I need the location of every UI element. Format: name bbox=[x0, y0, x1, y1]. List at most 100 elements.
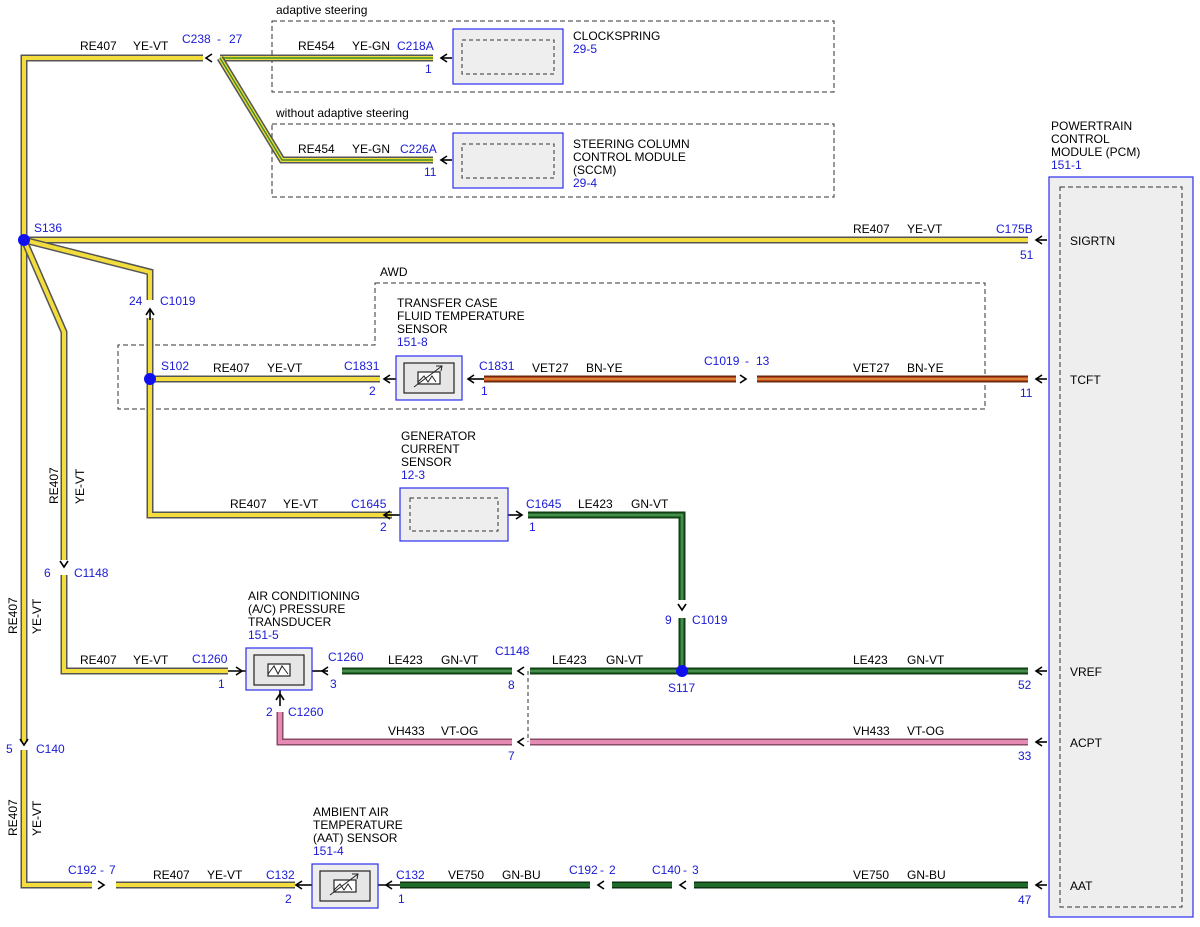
connector-c1148-upper-pin: 6 bbox=[44, 566, 51, 580]
connector-c1019-top-label: C1019 bbox=[160, 294, 196, 308]
gn-vt-wires bbox=[342, 511, 1028, 675]
wire-color-label: YE-VT bbox=[30, 800, 44, 836]
connector-c132-left-pin: 2 bbox=[285, 892, 292, 906]
connector-dash: - bbox=[683, 863, 687, 877]
acpt-name-line3: TRANSDUCER bbox=[248, 615, 332, 629]
sccm-name-line1: STEERING COLUMN bbox=[573, 137, 690, 151]
connector-c1260-bottom-pin: 2 bbox=[266, 705, 273, 719]
wire-color-label: GN-VT bbox=[441, 653, 479, 667]
tcft-sensor-component[interactable] bbox=[395, 355, 463, 401]
tcft-name-line2: FLUID TEMPERATURE bbox=[397, 309, 525, 323]
wire-color-label: YE-VT bbox=[207, 868, 243, 882]
connector-c238-label: C238 bbox=[182, 32, 211, 46]
wire-color-label: YE-VT bbox=[133, 653, 169, 667]
ye-vt-wires bbox=[20, 54, 1028, 889]
pcm-name-line2: CONTROL bbox=[1051, 132, 1110, 146]
connector-c1019-low-label: C1019 bbox=[692, 613, 728, 627]
awd-label: AWD bbox=[380, 265, 408, 279]
gcs-ref: 12-3 bbox=[401, 468, 425, 482]
acpt-ref: 151-5 bbox=[248, 628, 279, 642]
connector-c140-left-label: C140 bbox=[36, 742, 65, 756]
circuit-label: RE454 bbox=[298, 39, 335, 53]
connector-c192-left-pin: 7 bbox=[109, 863, 116, 877]
acpt-name-line1: AIR CONDITIONING bbox=[248, 589, 360, 603]
connector-c1645-right-pin: 1 bbox=[529, 520, 536, 534]
connector-c218a-pin: 1 bbox=[425, 62, 432, 76]
wire-color-label: GN-BU bbox=[502, 868, 541, 882]
pcm-component[interactable] bbox=[1048, 176, 1194, 918]
connector-c218a-label: C218A bbox=[397, 39, 434, 53]
connector-c1260-left-label: C1260 bbox=[192, 652, 228, 666]
sccm-name-line2: CONTROL MODULE bbox=[573, 150, 686, 164]
connector-c132-left-label: C132 bbox=[266, 868, 295, 882]
pcm-ref: 151-1 bbox=[1051, 158, 1082, 172]
adaptive-steering-label: adaptive steering bbox=[276, 3, 367, 17]
acpt-name-line2: (A/C) PRESSURE bbox=[248, 602, 345, 616]
tcft-name-line1: TRANSFER CASE bbox=[397, 296, 498, 310]
pcm-acpt-pin-number: 33 bbox=[1018, 749, 1032, 763]
wire-color-label: GN-BU bbox=[907, 868, 946, 882]
splice-s117 bbox=[676, 665, 688, 677]
connector-c140-right-pin: 3 bbox=[692, 863, 699, 877]
connector-c1019-mid-label: C1019 bbox=[704, 354, 740, 368]
generator-current-sensor-component[interactable] bbox=[399, 487, 509, 542]
tcft-name-line3: SENSOR bbox=[397, 322, 448, 336]
connector-c1260-bottom-label: C1260 bbox=[288, 705, 324, 719]
connector-c1019-top-pin: 24 bbox=[129, 294, 143, 308]
connector-c175b-label: C175B bbox=[996, 222, 1033, 236]
splice-s117-label: S117 bbox=[668, 681, 695, 695]
connector-c1260-left-pin: 1 bbox=[218, 677, 225, 691]
wire-color-label: YE-VT bbox=[133, 39, 169, 53]
connector-c226a-label: C226A bbox=[400, 142, 437, 156]
connector-c1645-right-label: C1645 bbox=[526, 497, 562, 511]
connector-c1645-left-label: C1645 bbox=[351, 497, 387, 511]
connector-c238-pin: 27 bbox=[229, 32, 243, 46]
aat-sensor-component[interactable] bbox=[311, 863, 379, 909]
connector-c140-left-pin: 5 bbox=[6, 742, 13, 756]
sccm-component[interactable] bbox=[452, 132, 564, 189]
gcs-name-line3: SENSOR bbox=[401, 455, 452, 469]
wire-color-label: BN-YE bbox=[586, 361, 623, 375]
clockspring-component[interactable] bbox=[452, 28, 564, 85]
aat-name-line2: TEMPERATURE bbox=[313, 818, 403, 832]
circuit-label: LE423 bbox=[552, 653, 587, 667]
wire-color-label: YE-VT bbox=[283, 497, 319, 511]
sccm-name-line3: (SCCM) bbox=[573, 163, 616, 177]
splice-s102 bbox=[144, 373, 156, 385]
connector-c1148-mid-pin8: 8 bbox=[508, 678, 515, 692]
wire-color-label: VT-OG bbox=[441, 724, 478, 738]
connector-dash: - bbox=[600, 863, 604, 877]
ac-pressure-transducer-component[interactable] bbox=[245, 647, 313, 691]
circuit-label: VET27 bbox=[853, 361, 890, 375]
splice-s136-label: S136 bbox=[34, 221, 62, 235]
connector-c192-right-label: C192 bbox=[569, 863, 598, 877]
circuit-label: VET27 bbox=[532, 361, 569, 375]
aat-name-line1: AMBIENT AIR bbox=[313, 805, 389, 819]
wire-color-label: GN-VT bbox=[606, 653, 644, 667]
circuit-label: VH433 bbox=[853, 724, 890, 738]
connector-c1148-mid-pin7: 7 bbox=[508, 749, 515, 763]
connector-c1831-right-pin: 1 bbox=[481, 384, 488, 398]
connector-c1645-left-pin: 2 bbox=[380, 520, 387, 534]
connector-c1148-upper-label: C1148 bbox=[74, 566, 109, 580]
ye-gn-wires bbox=[217, 54, 433, 164]
pcm-name-line3: MODULE (PCM) bbox=[1051, 145, 1140, 159]
connector-c1831-right-label: C1831 bbox=[479, 359, 515, 373]
without-adaptive-steering-label: without adaptive steering bbox=[275, 106, 409, 120]
vt-og-wires bbox=[276, 712, 1028, 746]
connector-c1260-right-label: C1260 bbox=[328, 650, 364, 664]
gcs-name-line1: GENERATOR bbox=[401, 429, 476, 443]
wire-color-label: GN-VT bbox=[907, 653, 945, 667]
pcm-name-line1: POWERTRAIN bbox=[1051, 119, 1132, 133]
wire-color-label: YE-VT bbox=[907, 222, 943, 236]
aat-ref: 151-4 bbox=[313, 844, 344, 858]
connector-c192-left-label: C192 bbox=[68, 863, 97, 877]
circuit-label: RE407 bbox=[153, 868, 190, 882]
clockspring-name: CLOCKSPRING bbox=[573, 29, 660, 43]
pcm-aat-pin-number: 47 bbox=[1018, 893, 1032, 907]
circuit-label: RE407 bbox=[80, 39, 117, 53]
circuit-label: VE750 bbox=[853, 868, 889, 882]
connector-c132-right-pin: 1 bbox=[398, 892, 405, 906]
connector-c175b-pin: 51 bbox=[1020, 248, 1034, 262]
